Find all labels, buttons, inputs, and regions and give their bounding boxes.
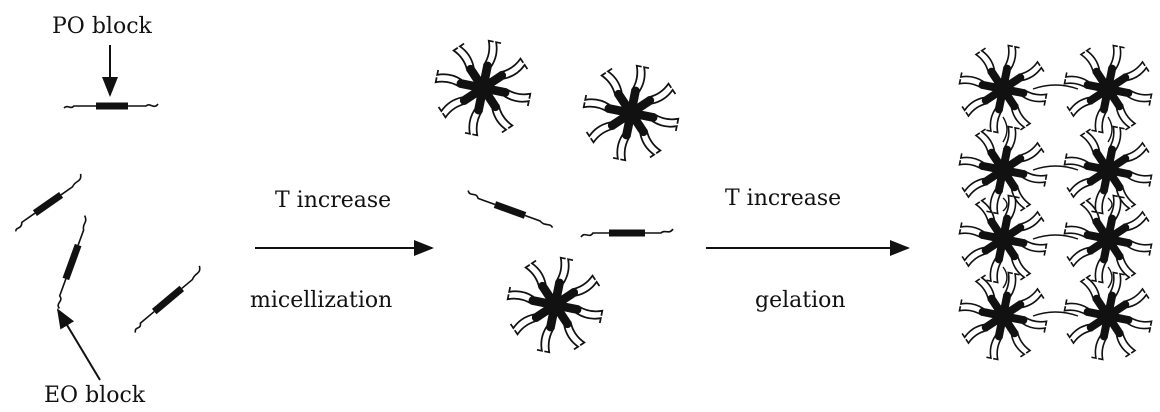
network-bridge-v3-1 xyxy=(1003,267,1007,288)
eo-block-label: EO block xyxy=(44,385,145,407)
unimer-middle-horizontal xyxy=(581,229,673,237)
network-bridge-v1-1 xyxy=(1003,117,1007,142)
micelles-group xyxy=(436,41,679,353)
gel-network-group xyxy=(959,45,1151,359)
unimer-vertical xyxy=(52,216,92,309)
network-bridge-v2-2 xyxy=(1108,198,1112,211)
unimer-middle-tilted xyxy=(466,191,555,230)
step2-process-label: gelation xyxy=(755,290,846,312)
step1-temperature-label: T increase xyxy=(275,190,391,212)
eo-block-pointer-arrow xyxy=(58,310,100,380)
micelle-top-right xyxy=(584,66,679,161)
network-bridge-v2-1 xyxy=(1003,198,1007,211)
network-bridge-h3 xyxy=(1033,235,1078,239)
network-bridge-h1 xyxy=(1033,85,1078,89)
network-bridge-v3-2 xyxy=(1108,267,1112,288)
step1-process-label: micellization xyxy=(250,290,392,312)
micelle-bottom xyxy=(508,258,603,353)
network-bridge-v1-2 xyxy=(1108,117,1112,142)
unimer-diagonal-right xyxy=(129,266,206,333)
step2-temperature-label: T increase xyxy=(725,188,841,210)
network-bridge-h4 xyxy=(1033,312,1078,316)
network-bridge-h2 xyxy=(1033,166,1078,170)
micelle-top-left xyxy=(436,41,531,136)
po-block-label: PO block xyxy=(52,16,152,38)
unimer-diagonal-left xyxy=(10,174,86,232)
unimer-horizontal xyxy=(64,103,158,110)
